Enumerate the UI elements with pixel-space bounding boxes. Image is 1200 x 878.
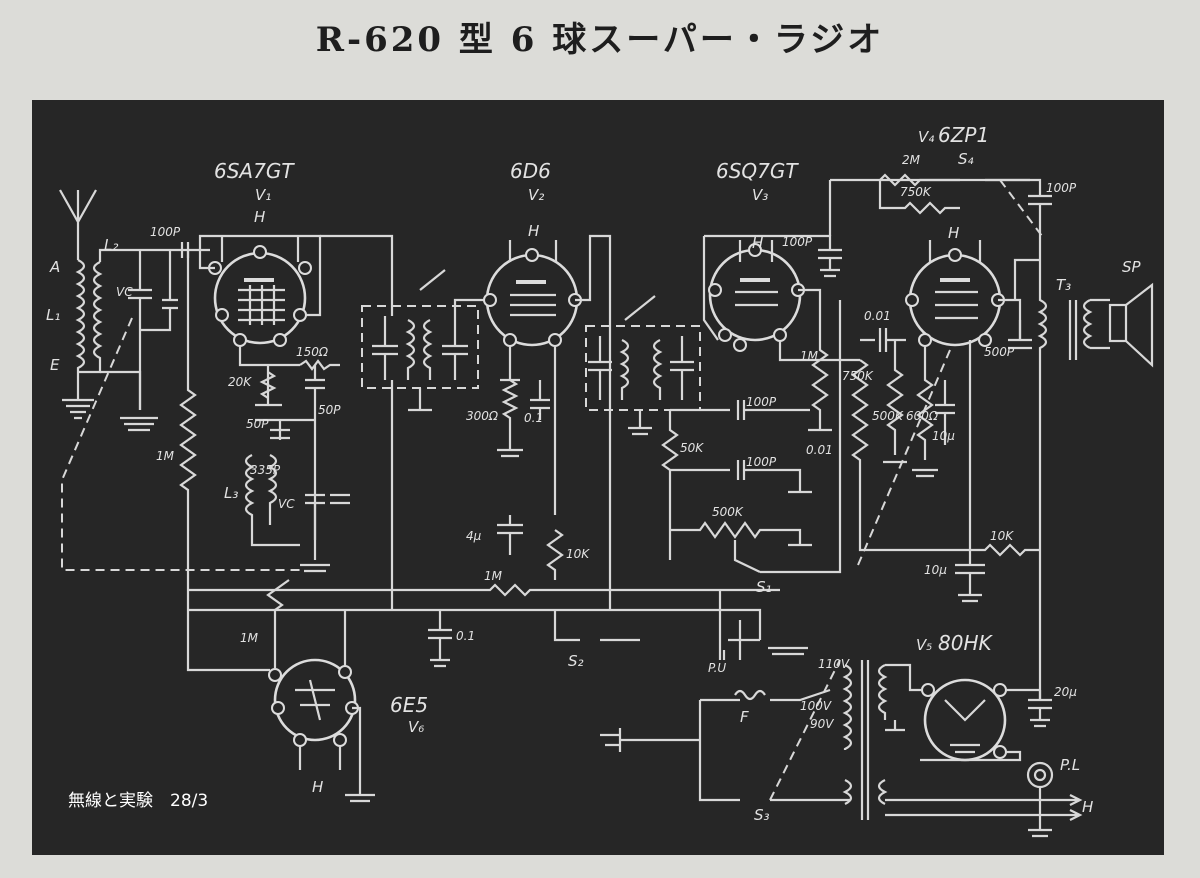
page-title: R-620 型 6 球スーパー・ラジオ	[315, 20, 885, 60]
l3-label: L₃	[224, 484, 238, 502]
v3-type-label: 6SQ7GT	[716, 159, 799, 183]
s1-label: S₁	[756, 578, 772, 596]
v5-ref-label: V₅	[916, 636, 932, 654]
t3-label: T₃	[1056, 276, 1071, 294]
c-100p-out-label: 100P	[1046, 181, 1077, 195]
antenna-symbol	[59, 189, 97, 260]
c-100p-det2-label: 100P	[746, 455, 777, 469]
r-600-label: 600Ω	[906, 409, 939, 423]
pilot-lamp-label: P.L	[1060, 756, 1080, 774]
r-1m-v3-label: 1M	[800, 349, 819, 363]
v2-tube-symbol	[483, 234, 612, 610]
c-001-b-label: 0.01	[806, 443, 833, 457]
r-2m-label: 2M	[902, 153, 921, 167]
v5-tube-symbol	[885, 663, 1052, 762]
r-750k-b-label: 750K	[900, 185, 932, 199]
v2-type-label: 6D6	[510, 159, 551, 183]
pickup-label: P.U	[708, 661, 726, 675]
ground-symbol	[62, 398, 158, 432]
c-335p-label: 335P	[250, 463, 281, 477]
s3-label: S₃	[754, 806, 770, 824]
v6-tube-symbol	[186, 579, 375, 803]
v1-heater-label: H	[254, 208, 265, 226]
l2-label: L₂	[104, 236, 118, 254]
schematic-board	[32, 100, 1164, 855]
c-01-b-label: 0.1	[456, 629, 475, 643]
antenna-label: A	[49, 258, 60, 276]
vc1-label: VC	[116, 285, 133, 299]
c-20u-label: 20μ	[1054, 685, 1077, 699]
power-transformer	[842, 660, 888, 820]
pilot-lamp	[885, 761, 1083, 838]
if-transformer-2	[585, 325, 701, 411]
c-01-a-label: 0.1	[524, 411, 543, 425]
tap-90v-label: 90V	[810, 717, 834, 731]
c-001-a-label: 0.01	[864, 309, 891, 323]
s4-label: S₄	[958, 150, 974, 168]
tap-110v-label: 110V	[818, 657, 850, 671]
v2-heater-label: H	[528, 222, 539, 240]
v4-heater-label: H	[948, 224, 959, 242]
grid-resistor	[179, 250, 197, 590]
antenna-tuning-capacitor	[128, 242, 210, 410]
vc2-label: VC	[278, 497, 295, 511]
speaker-symbol	[1108, 282, 1154, 368]
l1-label: L₁	[46, 306, 60, 324]
ift1-windings	[320, 234, 490, 610]
c-50p-b-label: 50P	[246, 417, 269, 431]
fuse-label: F	[740, 708, 749, 726]
volume-control	[670, 300, 842, 574]
v1-tube-symbol	[198, 234, 322, 347]
pilot-heater-label: H	[1082, 798, 1093, 816]
tone-circuit	[878, 173, 1052, 241]
mains-input	[600, 659, 850, 802]
r-500k-vol-label: 500K	[712, 505, 744, 519]
v3-heater-label: H	[752, 234, 763, 252]
v4-type-label: 6ZP1	[938, 123, 989, 147]
r-750k-a-label: 750K	[842, 369, 874, 383]
r-1m-grid-label: 1M	[156, 449, 175, 463]
c-50p-a-label: 50P	[318, 403, 341, 417]
c-100p-det1-label: 100P	[746, 395, 777, 409]
tap-100v-label: 100V	[800, 699, 832, 713]
v1-type-label: 6SA7GT	[214, 159, 295, 183]
credit-caption: 無線と実験 28/3	[68, 791, 208, 811]
earth-label: E	[50, 356, 60, 374]
v6-type-label: 6E5	[390, 693, 428, 717]
c-100p-ant-label: 100P	[150, 225, 181, 239]
r-1m-avc-label: 1M	[484, 569, 503, 583]
v1-ref-label: V₁	[255, 186, 271, 204]
decoupling-network	[857, 340, 1040, 603]
oscillator-section	[238, 346, 350, 573]
c-10u-a-label: 10μ	[932, 429, 955, 443]
c-10u-b-label: 10μ	[924, 563, 947, 577]
r-300-label: 300Ω	[466, 409, 499, 423]
plate-load-v3	[828, 178, 1030, 552]
r-50k-label: 50K	[680, 441, 704, 455]
c-500p-label: 500P	[984, 345, 1015, 359]
v6-heater-label: H	[312, 778, 323, 796]
c-100p-v3-label: 100P	[782, 235, 813, 249]
v5-type-label: 80HK	[938, 631, 993, 655]
v2-ref-label: V₂	[528, 186, 544, 204]
output-transformer	[1008, 230, 1110, 700]
ift2-windings	[588, 295, 812, 560]
s2-label: S₂	[568, 652, 584, 670]
av-line	[188, 583, 808, 668]
v6-ref-label: V₆	[408, 718, 424, 736]
v4-ref-label: V₄	[918, 128, 934, 146]
r-10k-b-label: 10K	[990, 529, 1014, 543]
c-4u-label: 4μ	[466, 529, 482, 543]
v3-ref-label: V₃	[752, 186, 768, 204]
r-10k-a-label: 10K	[566, 547, 590, 561]
r-150-label: 150Ω	[296, 345, 329, 359]
r-500k-b-label: 500K	[872, 409, 904, 423]
r-20k-label: 20K	[228, 375, 252, 389]
v4-tube-symbol	[860, 240, 1040, 478]
r-1m-eye-label: 1M	[240, 631, 259, 645]
v3-tube-symbol	[702, 234, 860, 432]
speaker-label: SP	[1122, 258, 1142, 276]
